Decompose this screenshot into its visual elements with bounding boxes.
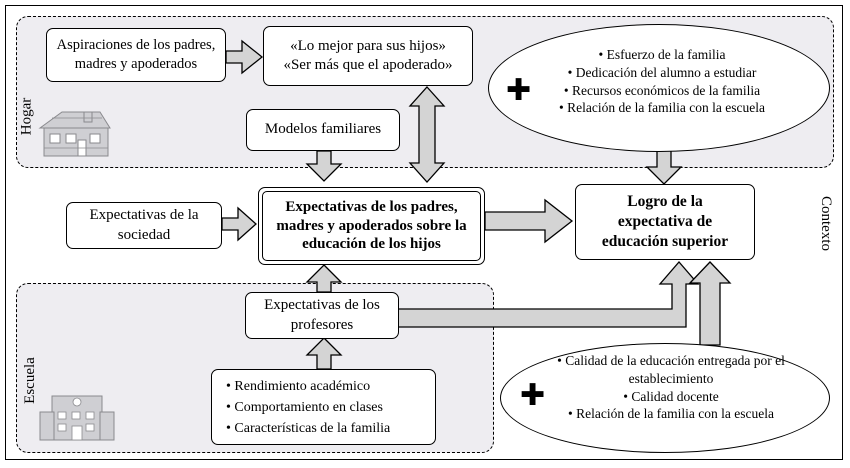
- logro-box: Logro de la expectativa de educación sup…: [575, 184, 755, 260]
- lo-mejor-text: «Lo mejor para sus hijos»: [290, 37, 446, 54]
- diagram-frame: [5, 5, 843, 460]
- student-factor-item: Comportamiento en clases: [226, 397, 390, 418]
- arrow-modelos-to-expectativas: [305, 150, 343, 182]
- arrow-sociedad-to-expectativas: [221, 206, 257, 242]
- student-factors-box: Rendimiento académico Comportamiento en …: [211, 369, 436, 445]
- hogar-factor-item: Dedicación del alumno a estudiar: [536, 64, 788, 82]
- arrow-aspiraciones-to-lomejor: [225, 39, 264, 75]
- hogar-factor-item: Esfuerzo de la familia: [536, 46, 788, 64]
- hogar-factor-item: Recursos económicos de la familia: [536, 82, 788, 100]
- arrow-hogar-factors-to-logro: [645, 149, 683, 185]
- arrow-escuela-factors-to-logro: [688, 261, 732, 346]
- arrow-lomejor-expectativas-double: [408, 86, 446, 183]
- student-factor-item: Características de la familia: [226, 418, 390, 439]
- arrow-expectativas-to-logro: [484, 198, 574, 244]
- aspiraciones-box: Aspiraciones de los padres, madres y apo…: [46, 28, 226, 82]
- student-factor-item: Rendimiento académico: [226, 376, 390, 397]
- lo-mejor-box: «Lo mejor para sus hijos» «Ser más que e…: [263, 26, 473, 86]
- student-factors-list: Rendimiento académico Comportamiento en …: [226, 376, 390, 439]
- expectativas-padres-inner: Expectativas de los padres, madres y apo…: [262, 191, 481, 261]
- escuela-factors-list: Calidad de la educación entregada por el…: [552, 352, 790, 423]
- hogar-factors-list: Esfuerzo de la familia Dedicación del al…: [536, 46, 788, 117]
- plus-icon: ✚: [506, 73, 532, 108]
- ser-mas-text: «Ser más que el apoderado»: [283, 57, 453, 73]
- expectativas-padres-box: Expectativas de los padres, madres y apo…: [258, 187, 485, 265]
- arrow-profesores-to-logro: [397, 261, 700, 328]
- escuela-factor-item: Calidad docente: [552, 388, 790, 406]
- hogar-factor-item: Relación de la familia con la escuela: [536, 99, 788, 117]
- expectativas-sociedad-box: Expectativas de la sociedad: [66, 202, 222, 249]
- plus-icon: ✚: [520, 378, 546, 413]
- modelos-box: Modelos familiares: [246, 109, 400, 151]
- expectativas-padres-text: Expectativas de los padres, madres y apo…: [276, 198, 467, 253]
- expectativas-profesores-box: Expectativas de los profesores: [245, 292, 399, 339]
- escuela-factor-item: Relación de la familia con la escuela: [552, 405, 790, 423]
- escuela-factor-item: Calidad de la educación entregada por el…: [552, 352, 790, 388]
